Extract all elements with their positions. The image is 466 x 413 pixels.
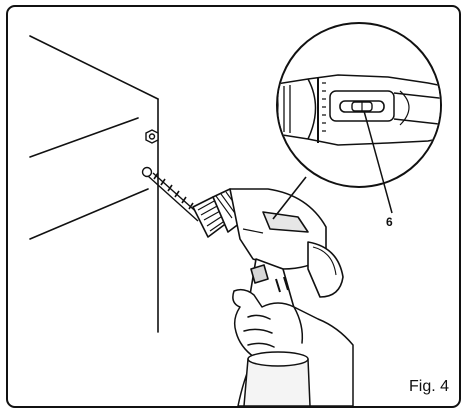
- cordless-drill-icon: [192, 188, 344, 346]
- detail-leader-line: [272, 176, 307, 220]
- drill-bit: [141, 166, 203, 222]
- figure-frame: 6 Fig. 4: [6, 5, 461, 408]
- cabinet-panel: [29, 35, 159, 333]
- figure-caption: Fig. 4: [408, 378, 449, 395]
- drill-assembly-illustration: [29, 22, 442, 406]
- callout-leader-line: [363, 110, 393, 214]
- callout-number-label: 6: [386, 215, 393, 229]
- hex-nut-icon: [145, 129, 159, 144]
- hand-illustration: [232, 288, 354, 406]
- switch-detail-icon: [276, 22, 442, 188]
